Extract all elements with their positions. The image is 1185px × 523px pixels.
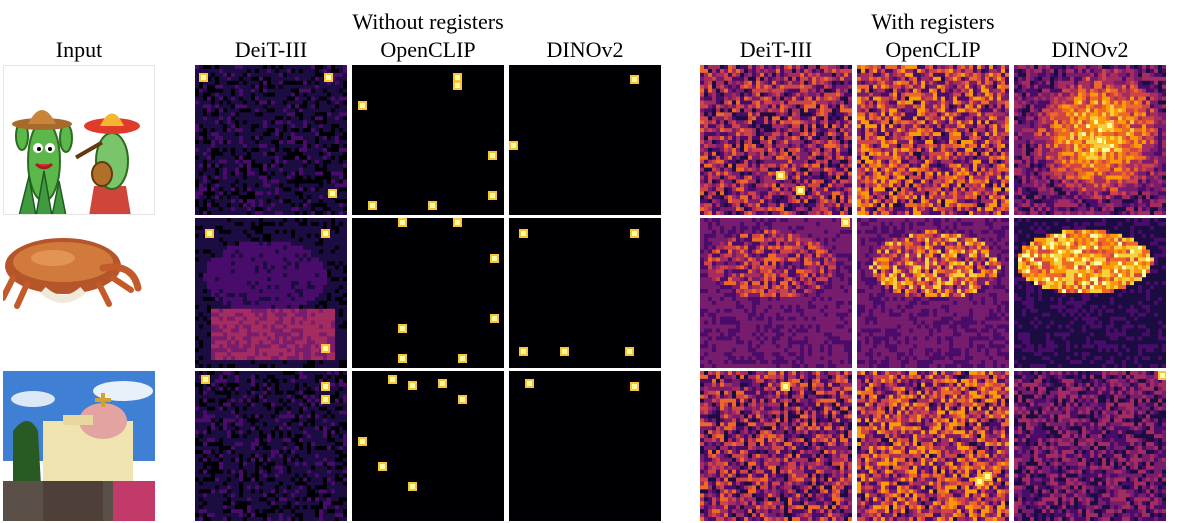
heatmap-with-dinov2-row1	[1014, 65, 1166, 215]
heatmap-without-openclip-row3	[352, 371, 504, 521]
input-image-crab	[3, 218, 155, 368]
heatmap-cells	[352, 65, 504, 215]
with-dinov2-header: DINOv2	[1014, 38, 1166, 62]
heatmap-with-openclip-row1	[857, 65, 1009, 215]
heatmap-cells	[509, 218, 661, 368]
with-openclip-header: OpenCLIP	[857, 38, 1009, 62]
without-deit-header: DeiT-III	[195, 38, 347, 62]
heatmap-without-dinov2-row1	[509, 65, 661, 215]
heatmap-cells	[195, 371, 347, 521]
heatmap-cells	[857, 65, 1009, 215]
heatmap-without-deit-row2	[195, 218, 347, 368]
heatmap-with-deit-row3	[700, 371, 852, 521]
heatmap-cells	[509, 371, 661, 521]
heatmap-without-deit-row1	[195, 65, 347, 215]
without-openclip-header: OpenCLIP	[352, 38, 504, 62]
without-registers-title: Without registers	[195, 10, 661, 34]
heatmap-cells	[195, 218, 347, 368]
heatmap-cells	[352, 371, 504, 521]
input-image-cactus	[3, 65, 155, 215]
heatmap-with-dinov2-row2	[1014, 218, 1166, 368]
heatmap-cells	[857, 371, 1009, 521]
heatmap-without-dinov2-row3	[509, 371, 661, 521]
input-column-header: Input	[3, 38, 155, 62]
heatmap-cells	[352, 218, 504, 368]
heatmap-with-openclip-row3	[857, 371, 1009, 521]
heatmap-cells	[1014, 218, 1166, 368]
with-registers-title: With registers	[700, 10, 1166, 34]
without-dinov2-header: DINOv2	[509, 38, 661, 62]
heatmap-without-deit-row3	[195, 371, 347, 521]
heatmap-cells	[700, 218, 852, 368]
heatmap-cells	[700, 65, 852, 215]
heatmap-cells	[195, 65, 347, 215]
heatmap-cells	[1014, 371, 1166, 521]
with-deit-header: DeiT-III	[700, 38, 852, 62]
heatmap-with-openclip-row2	[857, 218, 1009, 368]
heatmap-cells	[1014, 65, 1166, 215]
heatmap-without-openclip-row1	[352, 65, 504, 215]
heatmap-cells	[857, 218, 1009, 368]
heatmap-without-dinov2-row2	[509, 218, 661, 368]
heatmap-without-openclip-row2	[352, 218, 504, 368]
heatmap-cells	[700, 371, 852, 521]
heatmap-cells	[509, 65, 661, 215]
heatmap-with-dinov2-row3	[1014, 371, 1166, 521]
heatmap-with-deit-row2	[700, 218, 852, 368]
heatmap-with-deit-row1	[700, 65, 852, 215]
input-image-church	[3, 371, 155, 521]
